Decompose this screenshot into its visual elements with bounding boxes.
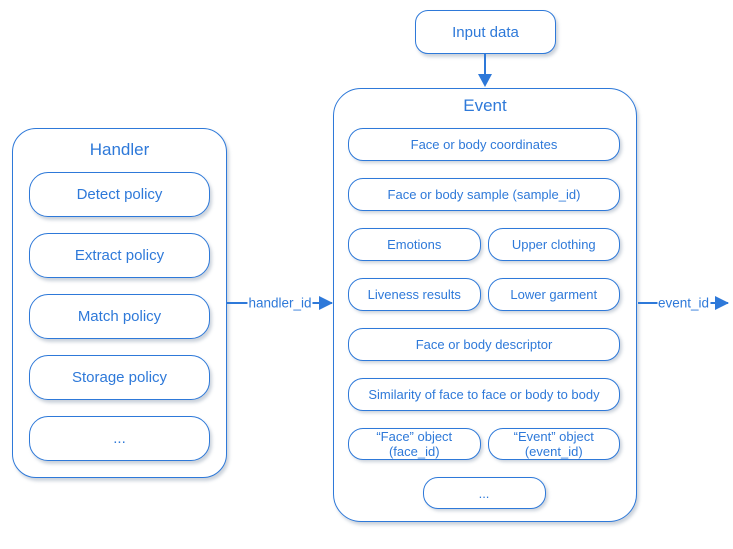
handler-item-extract-policy: Extract policy xyxy=(29,233,210,278)
event-item-label: Face or body sample (sample_id) xyxy=(387,187,581,202)
handler-items: Detect policy Extract policy Match polic… xyxy=(29,172,210,461)
handler-item-label: ... xyxy=(113,430,126,447)
event-row: “Face” object (face_id) “Event” object (… xyxy=(348,428,620,460)
event-item-coordinates: Face or body coordinates xyxy=(348,128,620,161)
event-item-label: ... xyxy=(478,485,490,501)
event-item-label: Upper clothing xyxy=(511,237,596,252)
event-item-sample: Face or body sample (sample_id) xyxy=(348,178,620,211)
event-item-label: Lower garment xyxy=(510,287,598,302)
event-title: Event xyxy=(463,96,507,115)
event-item-lower-garment: Lower garment xyxy=(487,278,620,311)
handler-item-match-policy: Match policy xyxy=(29,294,210,339)
handler-node: Handler Detect policy Extract policy Mat… xyxy=(12,128,227,478)
arrow-down-icon xyxy=(478,74,492,87)
event-node: Event Face or body coordinates Face or b… xyxy=(333,88,637,522)
event-row: Face or body coordinates xyxy=(348,128,620,161)
handler-item-label: Detect policy xyxy=(76,186,163,203)
event-item-label-line2: (face_id) xyxy=(388,444,440,459)
event-item-label-line2: (event_id) xyxy=(524,444,583,459)
event-row: Face or body descriptor xyxy=(348,328,620,361)
handler-item-label: Extract policy xyxy=(74,247,165,264)
handler-item-storage-policy: Storage policy xyxy=(29,355,210,400)
event-item-descriptor: Face or body descriptor xyxy=(348,328,620,361)
event-items: Face or body coordinates Face or body sa… xyxy=(348,128,620,509)
event-item-label: Similarity of face to face or body to bo… xyxy=(368,387,600,402)
input-data-label: Input data xyxy=(452,23,519,41)
handler-item-detect-policy: Detect policy xyxy=(29,172,210,217)
event-item-face-object: “Face” object (face_id) xyxy=(348,428,481,460)
event-item-label: Liveness results xyxy=(367,287,461,302)
handler-title: Handler xyxy=(89,140,150,159)
event-item-liveness: Liveness results xyxy=(348,278,481,311)
event-row: Emotions Upper clothing xyxy=(348,228,620,261)
handler-id-label: handler_id xyxy=(247,295,313,311)
arrow-right-icon xyxy=(319,296,333,310)
event-item-upper-clothing: Upper clothing xyxy=(487,228,620,261)
event-row: ... xyxy=(348,477,620,509)
event-row: Face or body sample (sample_id) xyxy=(348,178,620,211)
event-item-label: Emotions xyxy=(387,237,442,252)
event-item-ellipsis: ... xyxy=(422,477,546,509)
handler-id-arrow: handler_id xyxy=(227,295,333,311)
input-to-event-arrow-line xyxy=(484,54,486,75)
event-row: Liveness results Lower garment xyxy=(348,278,620,311)
input-data-node: Input data xyxy=(415,10,556,54)
event-id-arrow: event_id xyxy=(638,295,729,311)
handler-item-ellipsis: ... xyxy=(29,416,210,461)
event-id-label: event_id xyxy=(656,295,711,311)
handler-item-label: Match policy xyxy=(77,308,162,325)
event-item-event-object: “Event” object (event_id) xyxy=(487,428,620,460)
event-item-emotions: Emotions xyxy=(348,228,481,261)
event-item-label-line1: “Face” object xyxy=(376,429,453,444)
event-row: Similarity of face to face or body to bo… xyxy=(348,378,620,411)
event-item-label-line1: “Event” object xyxy=(513,429,594,444)
event-item-label: Face or body descriptor xyxy=(415,337,553,352)
event-item-label: Face or body coordinates xyxy=(410,137,558,152)
handler-item-label: Storage policy xyxy=(71,369,168,386)
event-item-similarity: Similarity of face to face or body to bo… xyxy=(348,378,620,411)
arrow-right-icon xyxy=(715,296,729,310)
